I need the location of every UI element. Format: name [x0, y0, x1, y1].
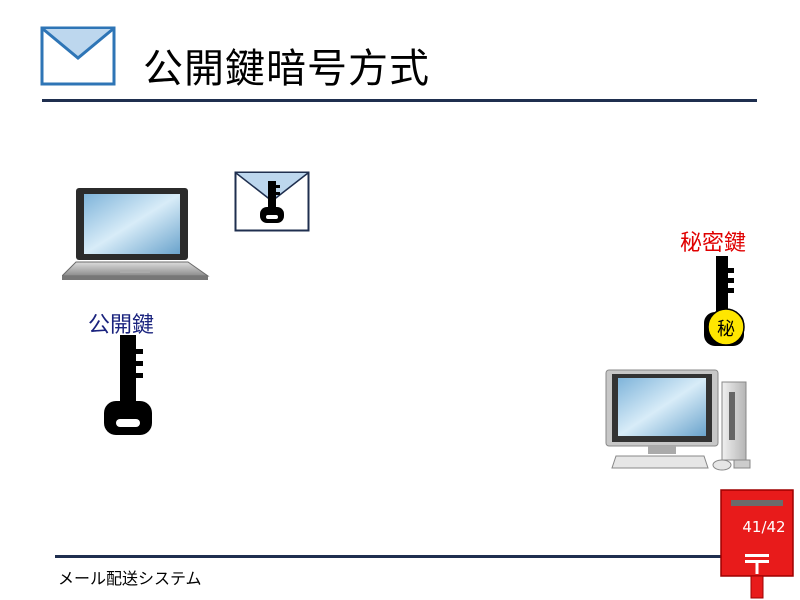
page-title: 公開鍵暗号方式 — [143, 46, 430, 92]
laptop-icon — [62, 186, 210, 282]
footer-title: メール配送システム — [58, 569, 202, 588]
envelope-icon — [40, 26, 118, 88]
secret-key-icon — [700, 254, 756, 350]
postbox-icon — [717, 488, 797, 600]
footer-rule — [55, 555, 765, 558]
locked-envelope-icon — [234, 171, 312, 233]
desktop-computer-icon — [604, 368, 756, 472]
title-underline — [42, 99, 757, 102]
secret-badge-label: 秘 — [717, 319, 735, 340]
page-number: 41/42 — [742, 518, 786, 536]
public-key-icon — [100, 333, 156, 439]
public-key-label: 公開鍵 — [88, 313, 155, 338]
secret-key-label: 秘密鍵 — [680, 231, 747, 256]
